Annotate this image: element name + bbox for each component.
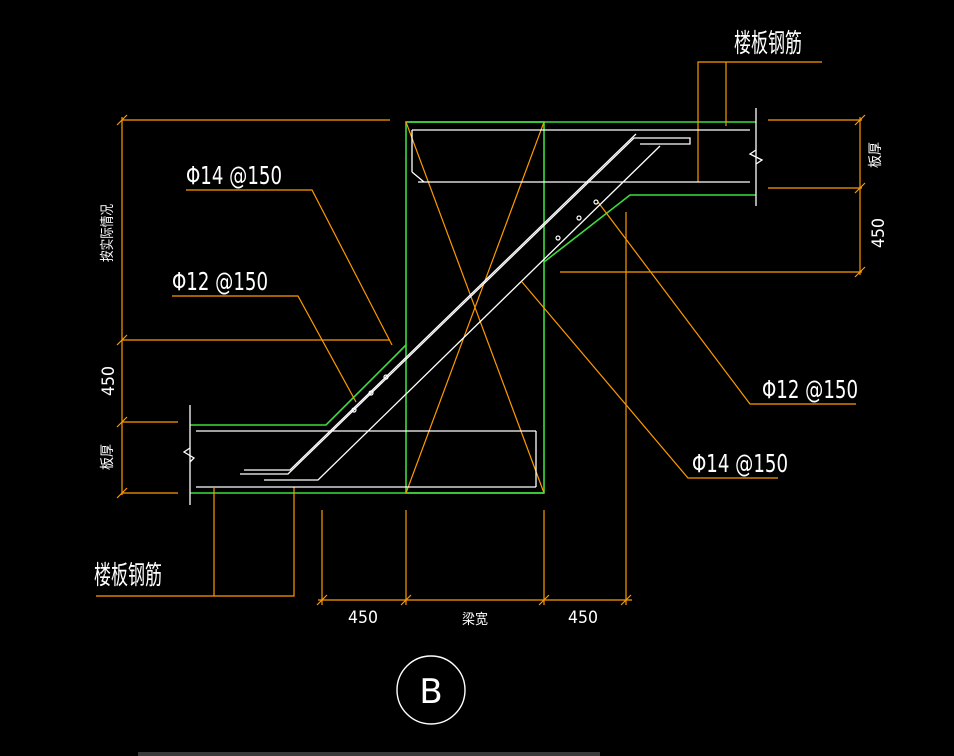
- rebar-label-phi14-left: Φ14 @150: [186, 161, 282, 190]
- dim-label-left-per-actual: 按实际情况: [100, 204, 116, 262]
- slab-rebar-label-top: 楼板钢筋: [734, 29, 802, 59]
- dim-label-bottom-left: 450: [348, 608, 378, 628]
- dimension-lines: [96, 61, 866, 606]
- dim-label-right-slab-thickness: 板厚: [868, 142, 884, 168]
- dim-label-beam-width: 梁宽: [462, 611, 488, 628]
- dim-label-left-slab-thickness: 板厚: [100, 444, 116, 470]
- rebar-lines: [182, 108, 764, 505]
- rebar-dots: [351, 199, 599, 413]
- rebar-label-phi12-right: Φ12 @150: [762, 375, 858, 404]
- dim-label-left-450: 450: [99, 366, 119, 396]
- section-mark-circle: [396, 655, 466, 725]
- section-mark-letter: B: [419, 672, 442, 712]
- dim-label-right-450: 450: [869, 218, 889, 248]
- slab-rebar-label-bottom: 楼板钢筋: [94, 561, 162, 591]
- rebar-label-phi14-right: Φ14 @150: [692, 449, 788, 478]
- horizontal-scrollbar[interactable]: [138, 752, 600, 756]
- dim-label-bottom-right: 450: [568, 608, 598, 628]
- rebar-label-phi12-left: Φ12 @150: [172, 267, 268, 296]
